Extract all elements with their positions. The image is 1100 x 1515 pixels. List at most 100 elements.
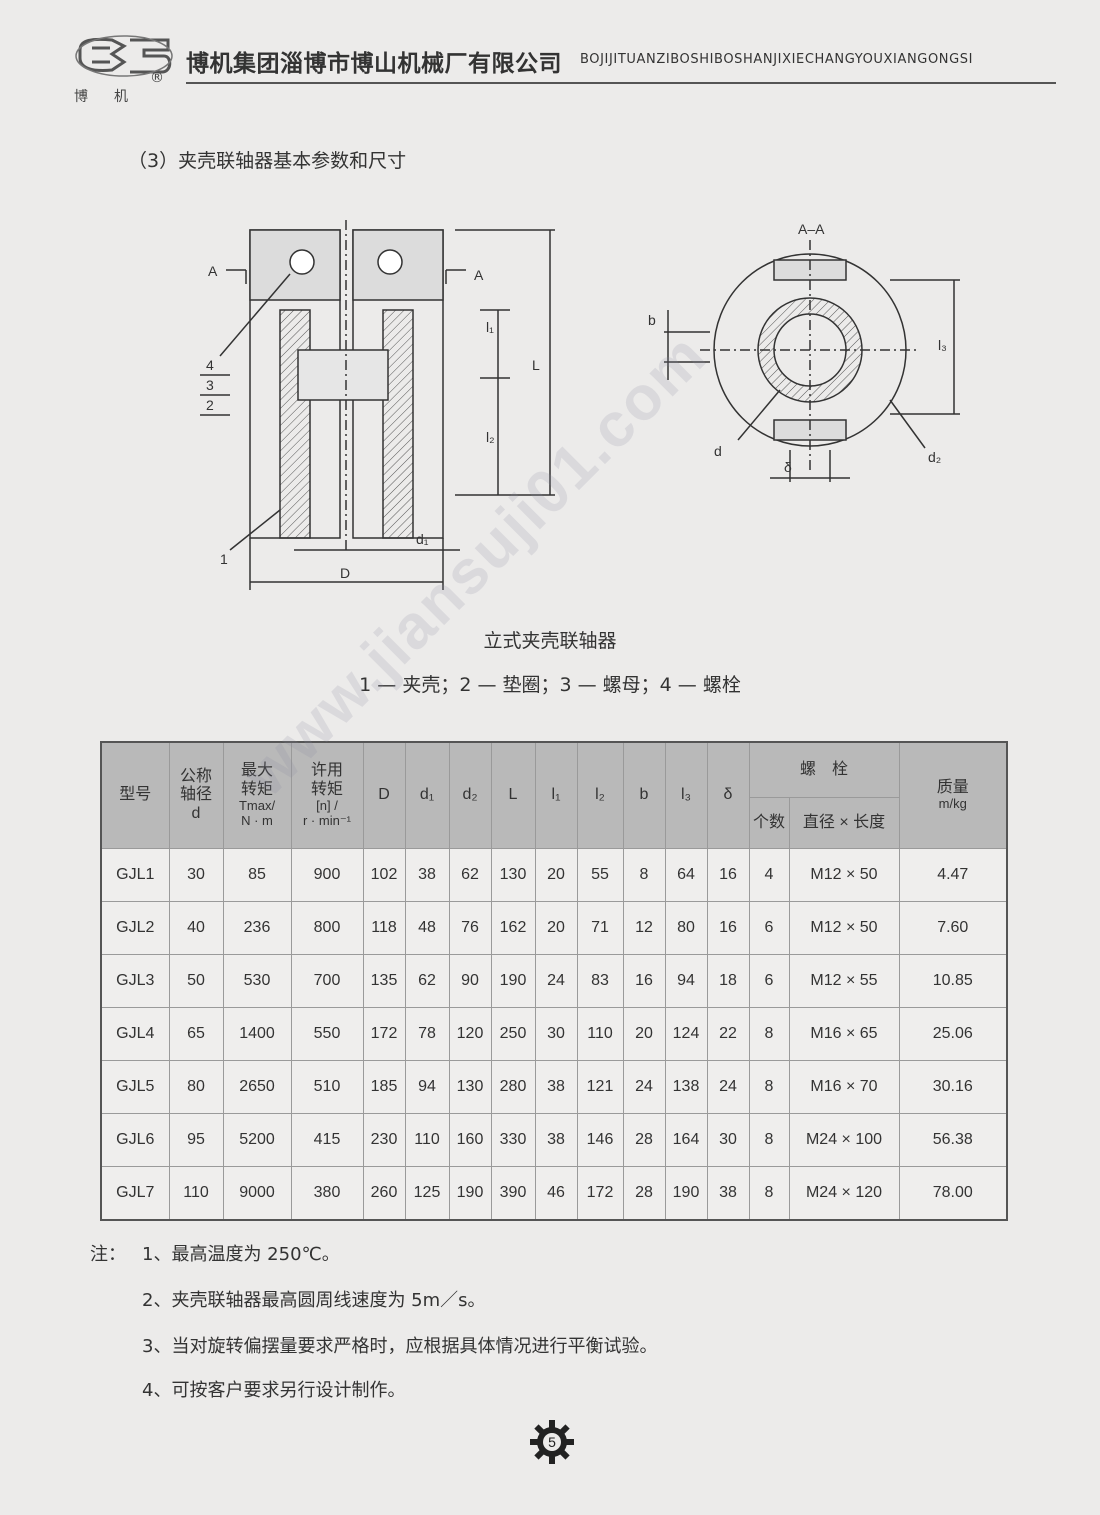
cell-delta: 30 bbox=[706, 1113, 750, 1167]
front-view bbox=[200, 220, 555, 590]
cell-d1: 62 bbox=[404, 954, 450, 1008]
cell-b: 24 bbox=[622, 1060, 666, 1114]
th-bolt-count: 个数 bbox=[748, 797, 790, 849]
coupling-spec-table: 型号 公称 轴径 d 最大 转矩 Tmax/ N · m 许用 转矩 [n] /… bbox=[100, 741, 1009, 1221]
cell-d: 65 bbox=[168, 1007, 224, 1061]
cell-l3: 80 bbox=[664, 901, 708, 955]
cell-mass: 56.38 bbox=[898, 1113, 1008, 1167]
cell-d1: 38 bbox=[404, 848, 450, 902]
cell-bolt-size: M16 × 70 bbox=[788, 1060, 900, 1114]
cell-model: GJL7 bbox=[100, 1166, 170, 1221]
cell-d: 40 bbox=[168, 901, 224, 955]
cell-l3: 138 bbox=[664, 1060, 708, 1114]
cell-L: 280 bbox=[490, 1060, 536, 1114]
cell-l1: 20 bbox=[534, 848, 578, 902]
cell-delta: 22 bbox=[706, 1007, 750, 1061]
figure-title: 立式夹壳联轴器 bbox=[483, 630, 617, 652]
cell-model: GJL1 bbox=[100, 848, 170, 902]
cell-model: GJL6 bbox=[100, 1113, 170, 1167]
cell-tmax: 9000 bbox=[222, 1166, 292, 1221]
cell-model: GJL4 bbox=[100, 1007, 170, 1061]
th-D: D bbox=[362, 741, 406, 849]
cell-mass: 30.16 bbox=[898, 1060, 1008, 1114]
page-number: 5 bbox=[548, 1434, 556, 1450]
th-bolt-size: 直径 × 长度 bbox=[788, 797, 900, 849]
cell-bolt-size: M12 × 50 bbox=[788, 848, 900, 902]
page-header: 博机 ® 博机集团淄博市博山机械厂有限公司 BOJIJITUANZIBOSHIB… bbox=[0, 0, 1100, 112]
cell-d: 95 bbox=[168, 1113, 224, 1167]
label-part-4: 4 bbox=[206, 357, 214, 373]
cell-delta: 16 bbox=[706, 901, 750, 955]
cell-d1: 94 bbox=[404, 1060, 450, 1114]
cell-mass: 7.60 bbox=[898, 901, 1008, 955]
cell-l2: 71 bbox=[576, 901, 624, 955]
figure-legend: 1 — 夹壳；2 — 垫圈；3 — 螺母；4 — 螺栓 bbox=[359, 674, 741, 696]
cell-l2: 83 bbox=[576, 954, 624, 1008]
cell-mass: 78.00 bbox=[898, 1166, 1008, 1221]
cell-l1: 38 bbox=[534, 1113, 578, 1167]
label-part-1: 1 bbox=[220, 551, 228, 567]
cell-l2: 110 bbox=[576, 1007, 624, 1061]
cell-mass: 4.47 bbox=[898, 848, 1008, 902]
note-item: 4、可按客户要求另行设计制作。 bbox=[142, 1380, 406, 1401]
cell-d: 30 bbox=[168, 848, 224, 902]
th-d1: d₁ bbox=[404, 741, 450, 849]
cell-d1: 48 bbox=[404, 901, 450, 955]
cell-l1: 30 bbox=[534, 1007, 578, 1061]
th-model: 型号 bbox=[100, 741, 170, 849]
th-l3: l₃ bbox=[664, 741, 708, 849]
cell-tmax: 85 bbox=[222, 848, 292, 902]
cell-b: 12 bbox=[622, 901, 666, 955]
cell-model: GJL3 bbox=[100, 954, 170, 1008]
label-d2: d₂ bbox=[928, 449, 941, 465]
cell-bolt-count: 6 bbox=[748, 954, 790, 1008]
cell-d: 110 bbox=[168, 1166, 224, 1221]
cell-bolt-size: M12 × 55 bbox=[788, 954, 900, 1008]
cell-L: 162 bbox=[490, 901, 536, 955]
cell-D: 118 bbox=[362, 901, 406, 955]
section-title: （3）夹壳联轴器基本参数和尺寸 bbox=[128, 150, 407, 172]
cell-bolt-count: 8 bbox=[748, 1113, 790, 1167]
cell-tmax: 236 bbox=[222, 901, 292, 955]
cell-L: 250 bbox=[490, 1007, 536, 1061]
cell-b: 28 bbox=[622, 1113, 666, 1167]
cell-d1: 110 bbox=[404, 1113, 450, 1167]
cell-L: 130 bbox=[490, 848, 536, 902]
label-A-right: A bbox=[474, 267, 484, 283]
cell-bolt-count: 8 bbox=[748, 1166, 790, 1221]
gear-icon: 5 bbox=[530, 1420, 574, 1464]
cell-l3: 164 bbox=[664, 1113, 708, 1167]
cell-l1: 24 bbox=[534, 954, 578, 1008]
label-b: b bbox=[648, 312, 656, 328]
cell-D: 172 bbox=[362, 1007, 406, 1061]
cell-l2: 121 bbox=[576, 1060, 624, 1114]
label-d: d bbox=[714, 443, 722, 459]
cell-L: 330 bbox=[490, 1113, 536, 1167]
cell-model: GJL2 bbox=[100, 901, 170, 955]
cell-D: 185 bbox=[362, 1060, 406, 1114]
label-part-3: 3 bbox=[206, 377, 214, 393]
label-section-AA: A–A bbox=[798, 221, 825, 237]
th-d2: d₂ bbox=[448, 741, 492, 849]
cell-d2: 160 bbox=[448, 1113, 492, 1167]
cell-d: 80 bbox=[168, 1060, 224, 1114]
company-name-cn: 博机集团淄博市博山机械厂有限公司 bbox=[186, 51, 562, 77]
cell-D: 260 bbox=[362, 1166, 406, 1221]
cell-b: 20 bbox=[622, 1007, 666, 1061]
label-d1: d₁ bbox=[416, 531, 429, 547]
cell-n: 700 bbox=[290, 954, 364, 1008]
th-bolt: 螺 栓 bbox=[748, 741, 900, 798]
coupling-drawing: A A 4 3 2 1 l₁ l₂ L d₁ D A–A b l₃ d d₂ δ bbox=[200, 220, 960, 590]
note-item: 3、当对旋转偏摆量要求严格时，应根据具体情况进行平衡试验。 bbox=[142, 1336, 658, 1357]
cell-bolt-size: M24 × 100 bbox=[788, 1113, 900, 1167]
cell-l2: 146 bbox=[576, 1113, 624, 1167]
cell-delta: 38 bbox=[706, 1166, 750, 1221]
cell-n: 415 bbox=[290, 1113, 364, 1167]
cell-bolt-count: 4 bbox=[748, 848, 790, 902]
